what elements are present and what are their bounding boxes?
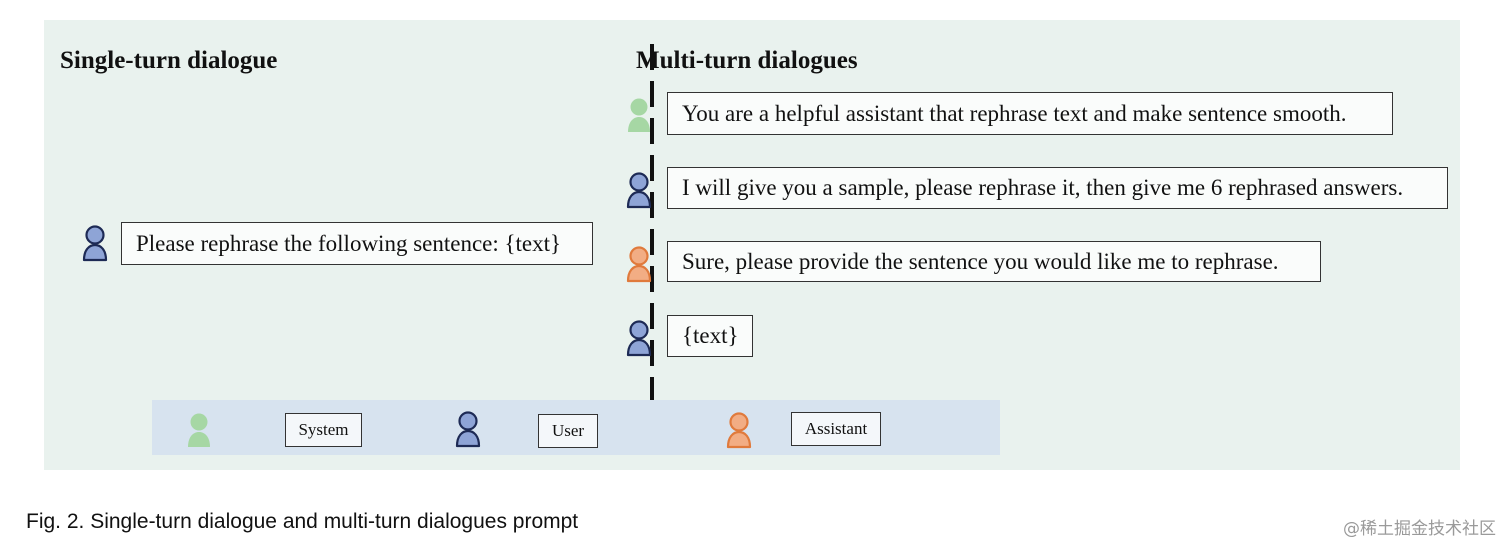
figure-caption: Fig. 2. Single-turn dialogue and multi-t… — [26, 510, 579, 533]
multi-turn-assistant-message: Sure, please provide the sentence you wo… — [667, 241, 1321, 282]
diagram-panel: Single-turn dialogue Multi-turn dialogue… — [44, 20, 1460, 470]
system-icon — [624, 95, 654, 135]
legend-assistant-label: Assistant — [791, 412, 881, 446]
system-icon — [184, 410, 214, 450]
multi-turn-user-text-placeholder: {text} — [667, 315, 753, 357]
assistant-icon — [724, 410, 754, 450]
user-icon — [624, 170, 654, 210]
user-icon — [624, 318, 654, 358]
legend: System User Assistant — [152, 400, 1000, 455]
assistant-icon — [624, 244, 654, 284]
user-icon — [453, 409, 483, 449]
multi-turn-user-message: I will give you a sample, please rephras… — [667, 167, 1448, 209]
multi-turn-system-message: You are a helpful assistant that rephras… — [667, 92, 1393, 135]
legend-system-label: System — [285, 413, 362, 447]
single-turn-heading: Single-turn dialogue — [60, 47, 278, 74]
watermark: @稀土掘金技术社区 — [1343, 519, 1496, 539]
legend-user-label: User — [538, 414, 598, 448]
single-turn-user-message: Please rephrase the following sentence: … — [121, 222, 593, 265]
dashed-divider — [650, 44, 654, 402]
multi-turn-heading: Multi-turn dialogues — [636, 47, 858, 74]
user-icon — [80, 223, 110, 263]
